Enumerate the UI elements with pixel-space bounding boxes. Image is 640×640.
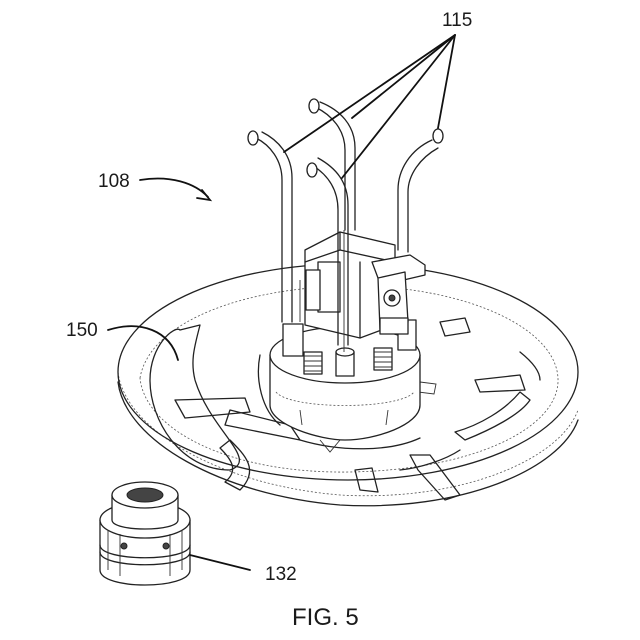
spring-left: [304, 352, 322, 374]
connector-part: [100, 482, 190, 585]
label-assembly: 108: [98, 171, 130, 192]
needle-tube: [398, 129, 443, 252]
label-connector: 132: [265, 564, 297, 585]
label-platform: 150: [66, 320, 98, 341]
spring-right: [374, 348, 392, 370]
clamp-mechanism: [372, 255, 425, 334]
label-needles: 115: [442, 10, 472, 31]
needle-tube: [248, 131, 292, 322]
figure-caption: FIG. 5: [292, 604, 359, 631]
